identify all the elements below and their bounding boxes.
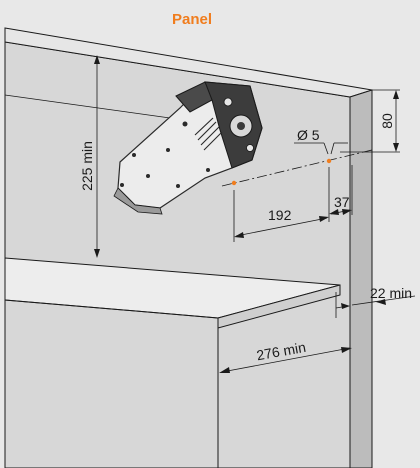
cabinet-back-panel [4,41,351,468]
dimension-top-offset: 80 [340,89,400,153]
inner-top-line [4,94,171,119]
hole-spacing-label: 192 [268,207,292,223]
dimension-hole-offset: 37 [329,165,353,215]
diagram-title: Panel [172,11,212,28]
shelf-back-line [4,299,219,319]
lift-mechanism [113,81,263,215]
dimension-height: 225 min [79,55,100,258]
dimension-hole-spacing: 192 [233,167,330,242]
top-offset-label: 80 [379,113,395,129]
side-min-label: 22 min [370,285,412,301]
hole-offset-label: 37 [334,194,350,210]
cabinet-side-panel [349,89,373,468]
drill-centre-line [221,149,373,187]
height-min-label: 225 min [79,141,95,191]
drill-hole-right [326,158,332,164]
hole-diameter-label: Ø 5 [297,127,320,143]
drill-hole-left [231,180,237,186]
dimension-side-min: 22 min [335,285,416,318]
dimension-hole-diameter: Ø 5 [294,127,348,155]
